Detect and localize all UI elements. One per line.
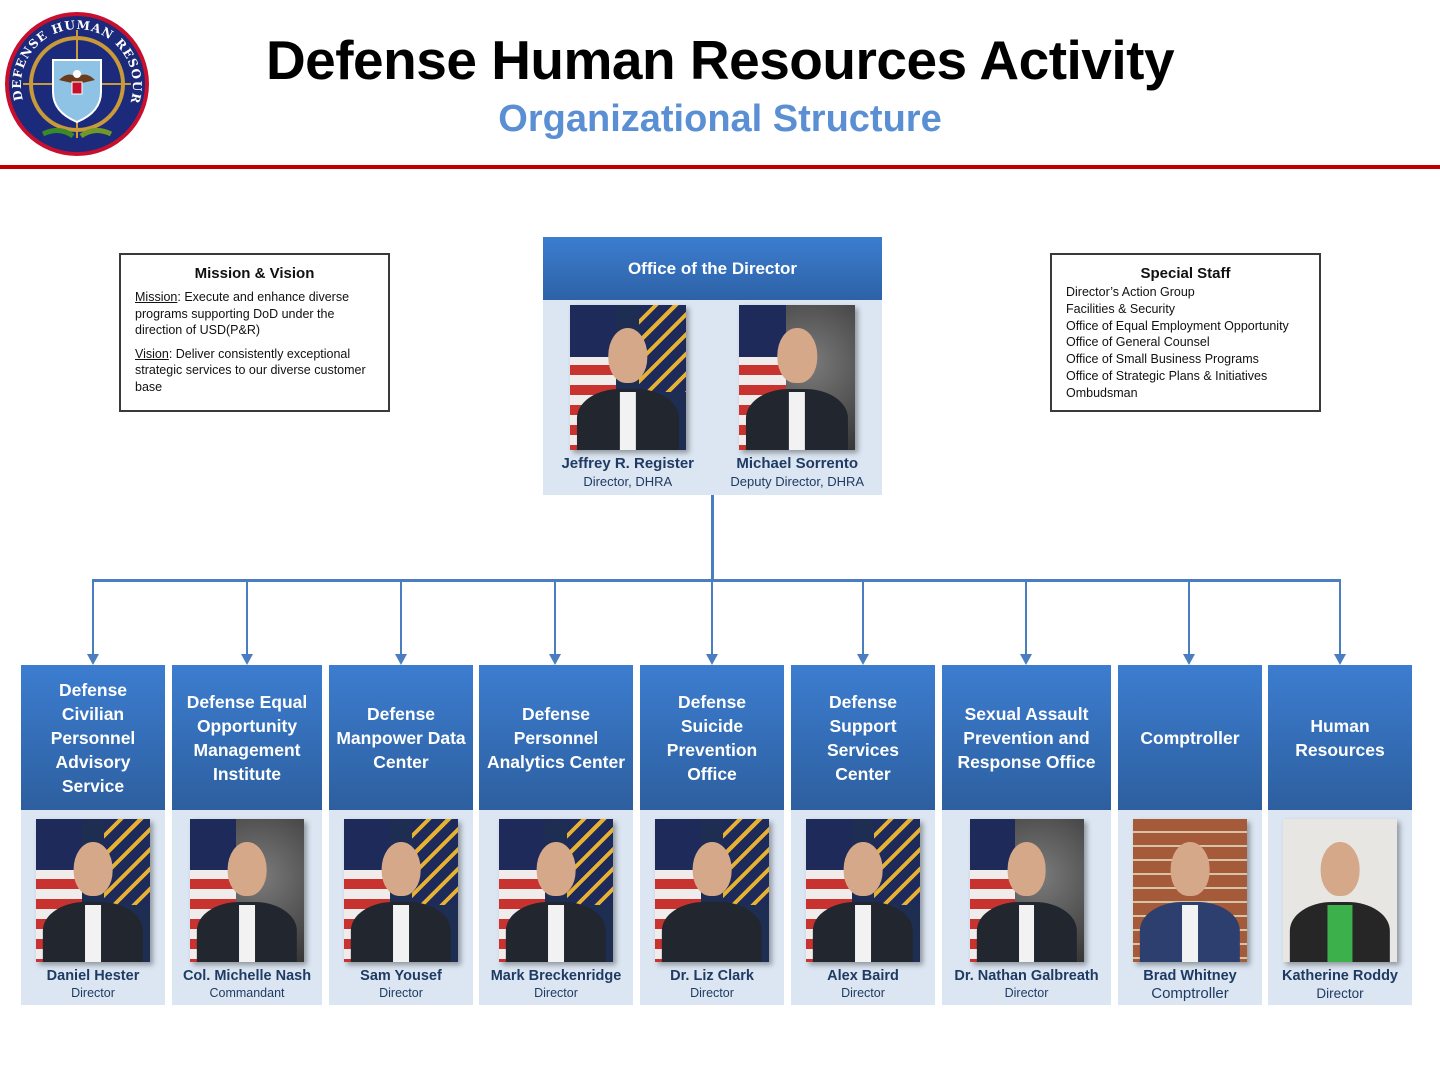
arrow-down-icon bbox=[706, 654, 718, 665]
special-staff-list: Director’s Action Group Facilities & Sec… bbox=[1066, 284, 1305, 402]
leader-photo bbox=[1133, 819, 1247, 962]
arrow-down-icon bbox=[87, 654, 99, 665]
connector-trunk bbox=[711, 495, 714, 581]
connector-drop bbox=[554, 580, 556, 656]
vision-label: Vision bbox=[135, 346, 169, 361]
page-title: Defense Human Resources Activity bbox=[265, 29, 1175, 91]
leader-role: Comptroller bbox=[1151, 985, 1229, 1002]
leader-role: Director bbox=[690, 986, 734, 1000]
mission-text: : Execute and enhance diverse programs s… bbox=[135, 290, 350, 337]
deputy-director-person: Michael Sorrento Deputy Director, DHRA bbox=[713, 305, 883, 491]
special-staff-item: Director’s Action Group bbox=[1066, 285, 1195, 299]
connector-drop bbox=[1188, 580, 1190, 656]
person-role: Deputy Director, DHRA bbox=[730, 474, 865, 489]
arrow-down-icon bbox=[857, 654, 869, 665]
dhra-seal-logo: DEFENSE HUMAN RESOURCES ACTIVITY bbox=[0, 0, 151, 158]
leader-role: Director bbox=[1004, 986, 1049, 1000]
org-card-title: Defense Personnel Analytics Center bbox=[479, 665, 633, 810]
leader-name: Mark Breckenridge bbox=[490, 968, 622, 984]
connector-drop bbox=[862, 580, 864, 656]
special-staff-box: Special Staff Director’s Action Group Fa… bbox=[1050, 253, 1321, 412]
org-card-dssc: Defense Support Services Center Alex Bai… bbox=[791, 665, 935, 1005]
arrow-down-icon bbox=[1020, 654, 1032, 665]
mission-statement: Mission: Execute and enhance diverse pro… bbox=[135, 289, 374, 339]
leader-photo bbox=[1283, 819, 1397, 962]
header-divider bbox=[0, 165, 1440, 169]
org-card-human-resources: Human Resources Katherine Roddy Director bbox=[1268, 665, 1412, 1005]
vision-text: : Deliver consistently exceptional strat… bbox=[135, 346, 366, 394]
connector-drop bbox=[246, 580, 248, 656]
director-photo bbox=[569, 305, 686, 450]
arrow-down-icon bbox=[395, 654, 407, 665]
person-name: Jeffrey R. Register bbox=[561, 455, 695, 472]
org-card-dmdc: Defense Manpower Data Center Sam Yousef … bbox=[329, 665, 473, 1005]
org-card-title: Comptroller bbox=[1118, 665, 1262, 810]
leader-photo bbox=[499, 819, 613, 962]
connector-drop bbox=[711, 580, 713, 656]
office-of-director-box: Office of the Director Jeffrey R. Regist… bbox=[543, 237, 882, 495]
special-staff-item: Office of Strategic Plans & Initiatives bbox=[1066, 368, 1268, 383]
special-staff-item: Facilities & Security bbox=[1066, 301, 1176, 316]
arrow-down-icon bbox=[549, 654, 561, 665]
org-card-dpac: Defense Personnel Analytics Center Mark … bbox=[479, 665, 633, 1005]
leader-role: Director bbox=[1316, 986, 1364, 1001]
org-card-dcpas: Defense Civilian Personnel Advisory Serv… bbox=[21, 665, 165, 1005]
org-card-title: Defense Civilian Personnel Advisory Serv… bbox=[21, 665, 165, 810]
leader-name: Col. Michelle Nash bbox=[182, 968, 312, 984]
deputy-director-photo bbox=[739, 305, 856, 450]
vision-statement: Vision: Deliver consistently exceptional… bbox=[135, 346, 374, 396]
leader-photo bbox=[344, 819, 458, 962]
office-of-director-title: Office of the Director bbox=[543, 237, 882, 300]
person-name: Michael Sorrento bbox=[736, 455, 859, 472]
leader-role: Commandant bbox=[209, 986, 285, 1000]
leader-name: Dr. Liz Clark bbox=[670, 968, 754, 984]
arrow-down-icon bbox=[1183, 654, 1195, 665]
org-card-title: Defense Suicide Prevention Office bbox=[640, 665, 784, 810]
leader-role: Director bbox=[841, 986, 885, 1000]
special-staff-heading: Special Staff bbox=[1140, 265, 1231, 282]
org-card-title: Defense Support Services Center bbox=[791, 665, 935, 810]
mission-label: Mission bbox=[135, 290, 178, 304]
mission-vision-box: Mission & Vision Mission: Execute and en… bbox=[119, 253, 390, 412]
leader-role: Director bbox=[534, 986, 578, 1000]
connector-drop bbox=[400, 580, 402, 656]
leader-photo bbox=[969, 819, 1084, 962]
org-card-title: Defense Equal Opportunity Management Ins… bbox=[172, 665, 322, 810]
leader-name: Alex Baird bbox=[827, 968, 899, 984]
person-role: Director, DHRA bbox=[583, 474, 673, 489]
leader-name: Katherine Roddy bbox=[1281, 968, 1398, 984]
org-card-title: Defense Manpower Data Center bbox=[329, 665, 473, 810]
connector-drop bbox=[1025, 580, 1027, 656]
arrow-down-icon bbox=[1334, 654, 1346, 665]
leader-name: Daniel Hester bbox=[46, 968, 140, 984]
leader-photo bbox=[36, 819, 150, 962]
arrow-down-icon bbox=[241, 654, 253, 665]
leader-role: Director bbox=[71, 986, 115, 1000]
leader-photo bbox=[190, 819, 304, 962]
org-card-sapro: Sexual Assault Prevention and Response O… bbox=[942, 665, 1111, 1005]
seal-icon: DEFENSE HUMAN RESOURCES ACTIVITY bbox=[0, 0, 149, 156]
special-staff-item: Office of Small Business Programs bbox=[1066, 352, 1259, 367]
leader-name: Dr. Nathan Galbreath bbox=[954, 968, 1099, 984]
special-staff-item: Office of General Counsel bbox=[1066, 335, 1210, 350]
page-subtitle: Organizational Structure bbox=[498, 98, 942, 140]
leader-photo bbox=[806, 819, 920, 962]
org-card-title: Sexual Assault Prevention and Response O… bbox=[942, 665, 1111, 810]
mission-vision-heading: Mission & Vision bbox=[194, 265, 315, 282]
leader-role: Director bbox=[379, 986, 423, 1000]
leader-name: Brad Whitney bbox=[1143, 968, 1237, 984]
connector-bus bbox=[92, 579, 1341, 582]
connector-drop bbox=[1339, 580, 1341, 656]
org-card-title: Human Resources bbox=[1268, 665, 1412, 810]
leader-photo bbox=[655, 819, 769, 962]
connector-drop bbox=[92, 580, 94, 656]
leader-name: Sam Yousef bbox=[360, 968, 442, 984]
org-card-deomi: Defense Equal Opportunity Management Ins… bbox=[172, 665, 322, 1005]
director-person: Jeffrey R. Register Director, DHRA bbox=[543, 305, 713, 491]
org-card-dspo: Defense Suicide Prevention Office Dr. Li… bbox=[640, 665, 784, 1005]
special-staff-item: Office of Equal Employment Opportunity bbox=[1066, 318, 1289, 333]
special-staff-item: Ombudsman bbox=[1066, 385, 1138, 400]
org-card-comptroller: Comptroller Brad Whitney Comptroller bbox=[1118, 665, 1262, 1005]
